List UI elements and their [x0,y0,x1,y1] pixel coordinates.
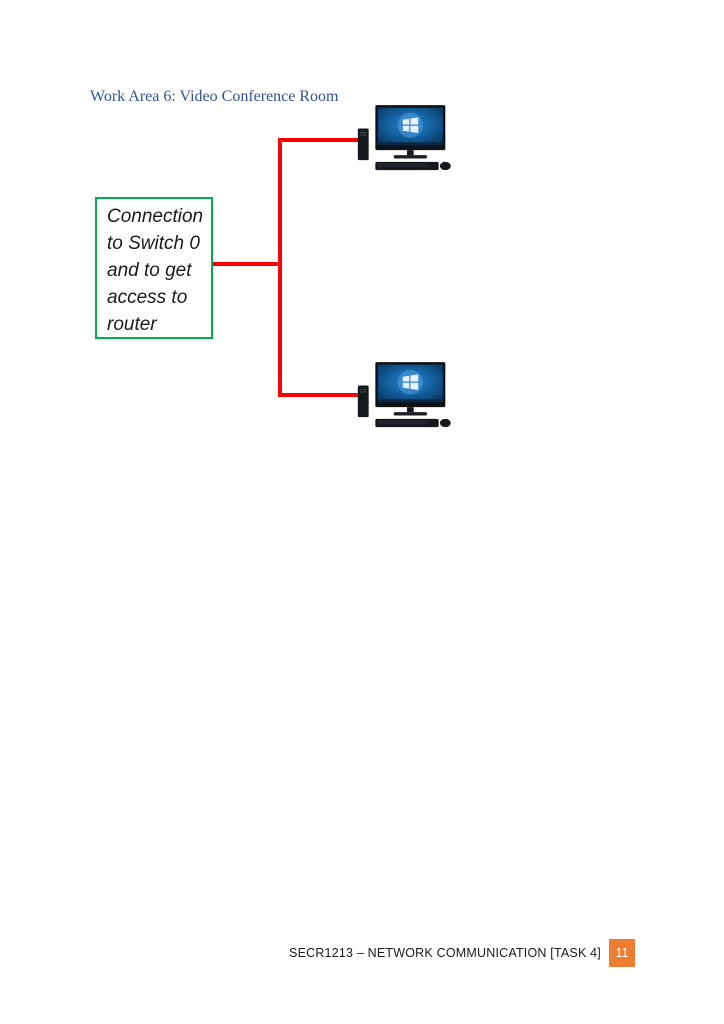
page-number-badge: 11 [609,939,635,967]
pc-node-top [352,105,452,172]
connection-label-box: Connection to Switch 0 and to get access… [95,197,213,339]
pc-node-bottom [352,362,452,429]
connection-label-text: Connection to Switch 0 and to get access… [107,206,204,335]
desktop-computer-icon [357,105,451,171]
desktop-computer-icon [357,362,451,428]
section-heading: Work Area 6: Video Conference Room [90,88,339,105]
connector-box-to-trunk [211,262,278,266]
connector-to-pc-bottom [278,393,362,397]
connector-to-pc-top [278,138,362,142]
page-footer: SECR1213 – NETWORK COMMUNICATION [TASK 4… [0,939,635,967]
footer-text: SECR1213 – NETWORK COMMUNICATION [TASK 4… [289,946,601,960]
connector-trunk [278,138,282,397]
